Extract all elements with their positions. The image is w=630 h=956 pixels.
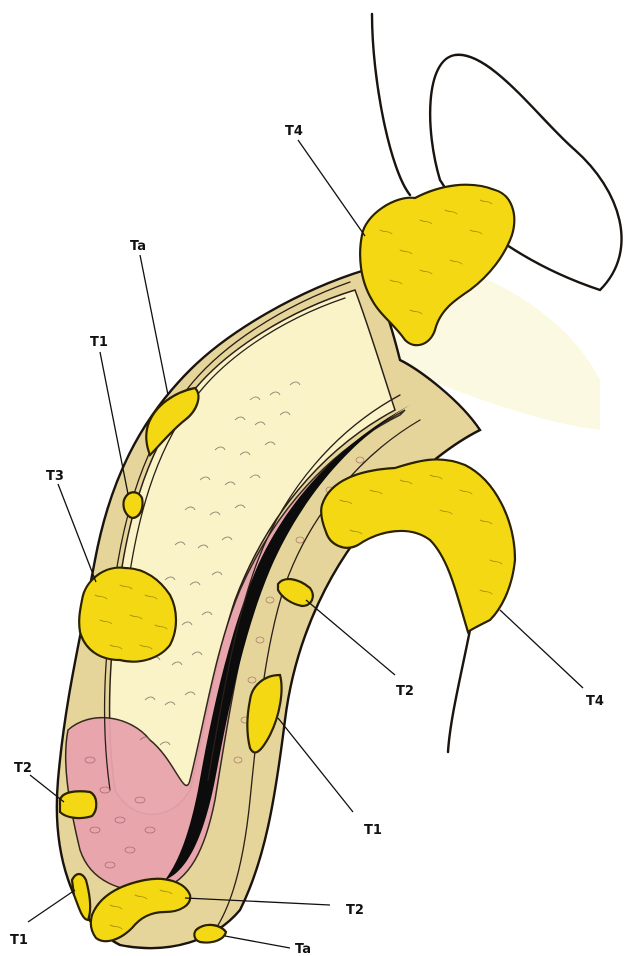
leader-ta-bottom	[225, 936, 290, 948]
leader-t1-upper	[100, 352, 128, 494]
label-ta-top: Ta	[130, 239, 146, 254]
label-t1-right: T1	[364, 823, 382, 838]
label-t2-left: T2	[14, 761, 32, 776]
tumor-t1-upper	[123, 492, 142, 518]
tumor-t2-left	[60, 791, 96, 818]
label-t3: T3	[46, 469, 64, 484]
leader-t1-bottom	[28, 890, 75, 922]
upper-outline	[372, 14, 410, 195]
leader-ta-top	[140, 255, 168, 395]
leader-t2-mid	[306, 600, 395, 675]
label-t4-right: T4	[586, 694, 604, 709]
leader-t1-right	[278, 718, 353, 812]
tumor-ta-bottom	[194, 925, 226, 943]
label-t2-mid: T2	[396, 684, 414, 699]
label-t4-top: T4	[285, 124, 303, 139]
leader-t4-right	[500, 610, 583, 688]
tumor-t4-right	[321, 459, 515, 632]
label-t1-upper: T1	[90, 335, 108, 350]
label-t2-bottom: T2	[346, 903, 364, 918]
label-t1-bottom: T1	[10, 933, 28, 948]
label-ta-bottom: Ta	[295, 942, 311, 956]
leader-t3	[58, 484, 96, 582]
right-lower-outline	[448, 630, 470, 752]
leader-t4-top	[298, 140, 365, 236]
